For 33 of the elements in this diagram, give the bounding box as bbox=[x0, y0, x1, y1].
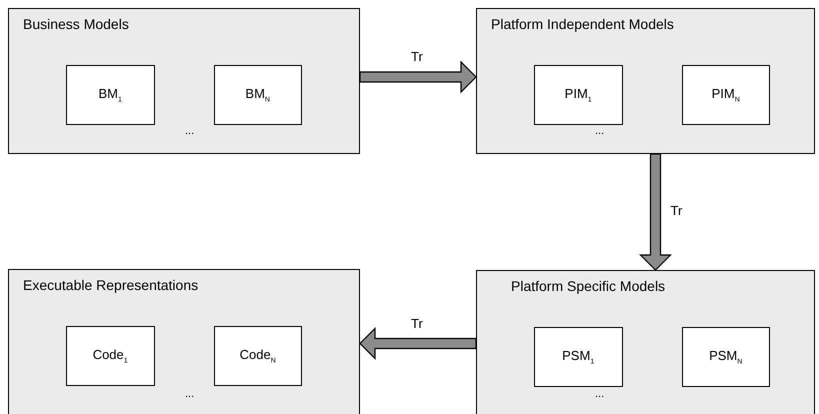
model-label: BM$_{1}$ bbox=[98, 86, 122, 104]
model-label: PIM$_{1}$ bbox=[564, 86, 592, 104]
group-panel bbox=[8, 269, 360, 414]
model-box bbox=[682, 64, 770, 125]
panel-title: Platform Specific Models bbox=[511, 278, 666, 294]
model-box bbox=[682, 326, 770, 387]
group-panel bbox=[476, 270, 815, 414]
model-box bbox=[66, 326, 155, 386]
block-arrow bbox=[359, 60, 477, 94]
edge-label: Tr bbox=[410, 49, 424, 64]
ellipsis-text: ... bbox=[595, 388, 604, 400]
model-label: Code$_{N}$ bbox=[240, 346, 276, 364]
panel-title: Business Models bbox=[23, 16, 129, 32]
model-label: Code$_{1}$ bbox=[92, 346, 128, 364]
block-arrow bbox=[639, 153, 672, 271]
model-label: BM$_{N}$ bbox=[245, 86, 270, 104]
panel-title: Platform Independent Models bbox=[491, 16, 674, 32]
model-box bbox=[214, 326, 302, 386]
model-box bbox=[534, 64, 623, 125]
model-box bbox=[66, 64, 155, 125]
ellipsis-text: ... bbox=[595, 125, 604, 137]
group-panel bbox=[476, 8, 815, 154]
panel-title: Executable Representations bbox=[23, 277, 198, 293]
model-box bbox=[214, 64, 302, 125]
ellipsis-text: ... bbox=[185, 125, 194, 137]
model-label: PIM$_{N}$ bbox=[712, 86, 740, 104]
ellipsis-text: ... bbox=[185, 388, 194, 400]
model-box bbox=[534, 326, 623, 387]
group-panel bbox=[8, 8, 360, 154]
block-arrow bbox=[359, 327, 477, 360]
model-label: PSM$_{1}$ bbox=[562, 348, 594, 366]
edge-label: Tr bbox=[670, 203, 684, 218]
model-label: PSM$_{N}$ bbox=[709, 348, 742, 366]
